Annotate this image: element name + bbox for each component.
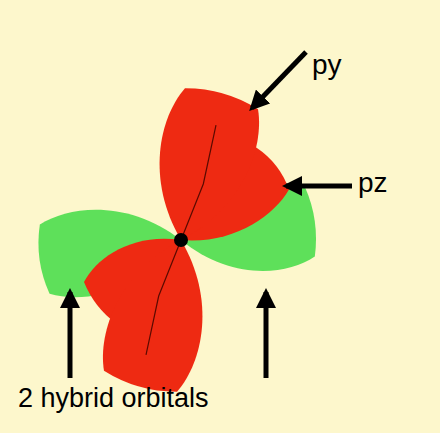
orbital-label: py bbox=[312, 50, 342, 81]
leader-arrow bbox=[286, 184, 352, 189]
leader-arrow bbox=[68, 292, 73, 378]
leader-arrow bbox=[252, 52, 306, 108]
orbital-lobe bbox=[94, 227, 226, 399]
orbital-lobes bbox=[34, 81, 321, 400]
lobe-seam bbox=[181, 125, 220, 242]
orbital-lobe bbox=[136, 81, 268, 253]
nucleus-dot bbox=[174, 233, 188, 247]
orbital-label: 2 hybrid orbitals bbox=[18, 384, 209, 414]
lobe-seam bbox=[142, 238, 181, 355]
leader-arrow bbox=[264, 292, 269, 378]
orbital-label: pz bbox=[358, 168, 388, 199]
